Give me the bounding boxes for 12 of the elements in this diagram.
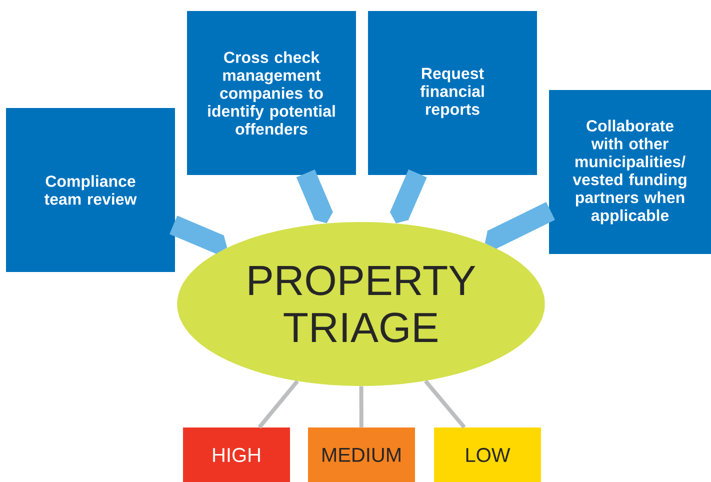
connector-line: [258, 380, 299, 429]
task-box: Cross check management companies to identify potential offenders: [187, 11, 356, 175]
priority-box: MEDIUM: [308, 428, 415, 482]
task-box: Request financial reports: [368, 11, 537, 175]
priority-box: HIGH: [183, 428, 290, 482]
connector-line: [359, 386, 364, 428]
connector-line: [424, 380, 466, 429]
priority-box: LOW: [434, 428, 541, 482]
task-box: Collaborate with other municipalities/ vested funding partners when applicable: [549, 90, 711, 254]
arrow: [390, 169, 427, 224]
arrow: [296, 169, 334, 224]
task-box: Compliance team review: [6, 108, 175, 272]
